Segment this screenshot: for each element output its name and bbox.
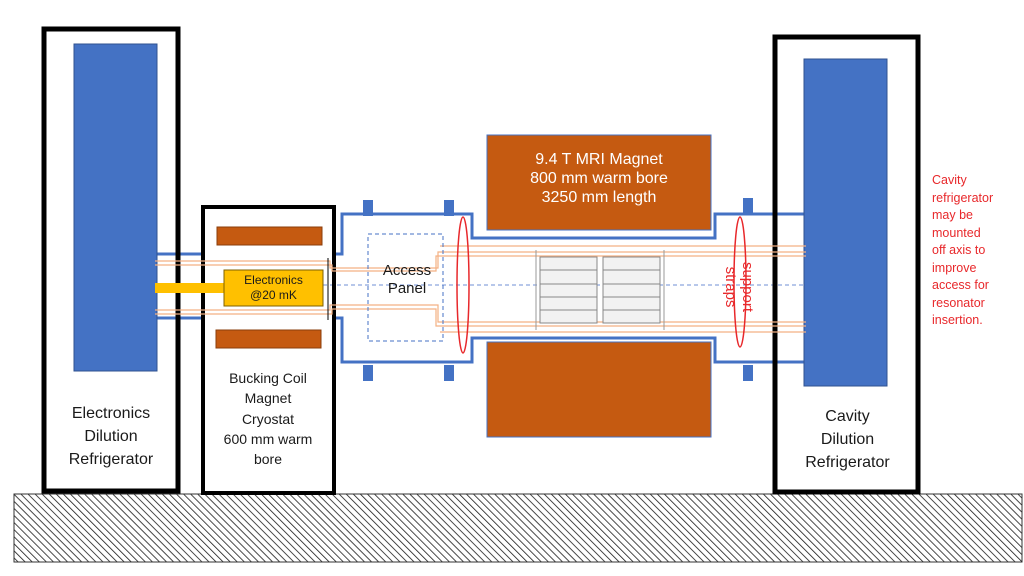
- bucking-coil-line-2: Magnet: [244, 390, 292, 407]
- bucking-coil-lower: [215, 329, 322, 349]
- electronics-box-label: Electronics @20 mK: [224, 273, 323, 303]
- magnet-label-line-3: 3250 mm length: [541, 189, 657, 207]
- floor: [13, 493, 1023, 563]
- cavity-note-line-9: insertion.: [932, 313, 983, 327]
- support-strap-left: [456, 216, 470, 354]
- right-fridge-body: [803, 58, 888, 387]
- magnet-label-line-1: 9.4 T MRI Magnet: [535, 151, 663, 168]
- magnet-label: 9.4 T MRI Magnet 800 mm warm bore 3250 m…: [487, 150, 711, 208]
- bucking-coil-frame: [201, 205, 336, 495]
- right-fridge-frame: [772, 34, 921, 495]
- bucking-coil-line-1: Bucking Coil: [229, 370, 307, 386]
- cavity-note-line-3: may be: [932, 208, 973, 222]
- right-fridge-label: Cavity Dilution Refrigerator: [780, 405, 915, 475]
- electronics-box-line-1: Electronics: [244, 273, 303, 287]
- magnet-lower: [486, 341, 712, 438]
- left-fridge-label: Electronics Dilution Refrigerator: [48, 402, 174, 472]
- left-fridge-body: [73, 43, 158, 372]
- bucking-coil-upper: [216, 226, 323, 246]
- bucking-coil-line-5: bore: [253, 451, 283, 468]
- bucking-coil-line-3: Cryostat: [241, 410, 295, 427]
- right-fridge-line-1: Cavity: [825, 408, 870, 425]
- right-fridge-line-2: Dilution: [820, 431, 875, 449]
- left-fridge-line-1: Electronics: [71, 405, 151, 422]
- resonator-stack: [535, 250, 665, 330]
- magnet-label-line-2: 800 mm warm bore: [530, 170, 668, 188]
- cavity-note-line-7: access for: [932, 278, 989, 292]
- flange-tabs: [363, 198, 753, 381]
- access-panel-line-1: Access: [382, 262, 432, 279]
- cavity-note-line-8: resonator: [932, 295, 985, 310]
- magnet-upper: [486, 134, 712, 231]
- cavity-note-line-4: mounted: [932, 225, 981, 240]
- cavity-note-line-5: off axis to: [932, 243, 986, 257]
- support-straps-line-2: straps: [722, 266, 740, 308]
- access-panel: [367, 233, 444, 342]
- cavity-note-line-6: improve: [932, 260, 977, 275]
- left-fridge-line-2: Dilution: [84, 428, 138, 446]
- support-straps-label: support straps: [719, 247, 757, 327]
- access-panel-label: Access Panel: [372, 262, 442, 298]
- left-fridge-frame: [41, 26, 181, 494]
- support-strap-right: [733, 216, 747, 348]
- cavity-note-line-1: Cavity: [932, 173, 967, 187]
- electronics-box: [223, 269, 324, 307]
- electronics-feed: [155, 283, 225, 293]
- cavity-note-line-2: refrigerator: [932, 190, 994, 205]
- left-fridge-line-3: Refrigerator: [68, 451, 154, 469]
- bucking-coil-label: Bucking Coil Magnet Cryostat 600 mm warm…: [207, 368, 329, 469]
- cavity-note: Cavity refrigerator may be mounted off a…: [932, 172, 1016, 330]
- electronics-box-line-2: @20 mK: [250, 288, 297, 302]
- bucking-coil-line-4: 600 mm warm: [223, 430, 313, 447]
- access-panel-line-2: Panel: [387, 280, 427, 297]
- right-fridge-line-3: Refrigerator: [805, 454, 890, 472]
- support-straps-line-1: support: [739, 261, 756, 313]
